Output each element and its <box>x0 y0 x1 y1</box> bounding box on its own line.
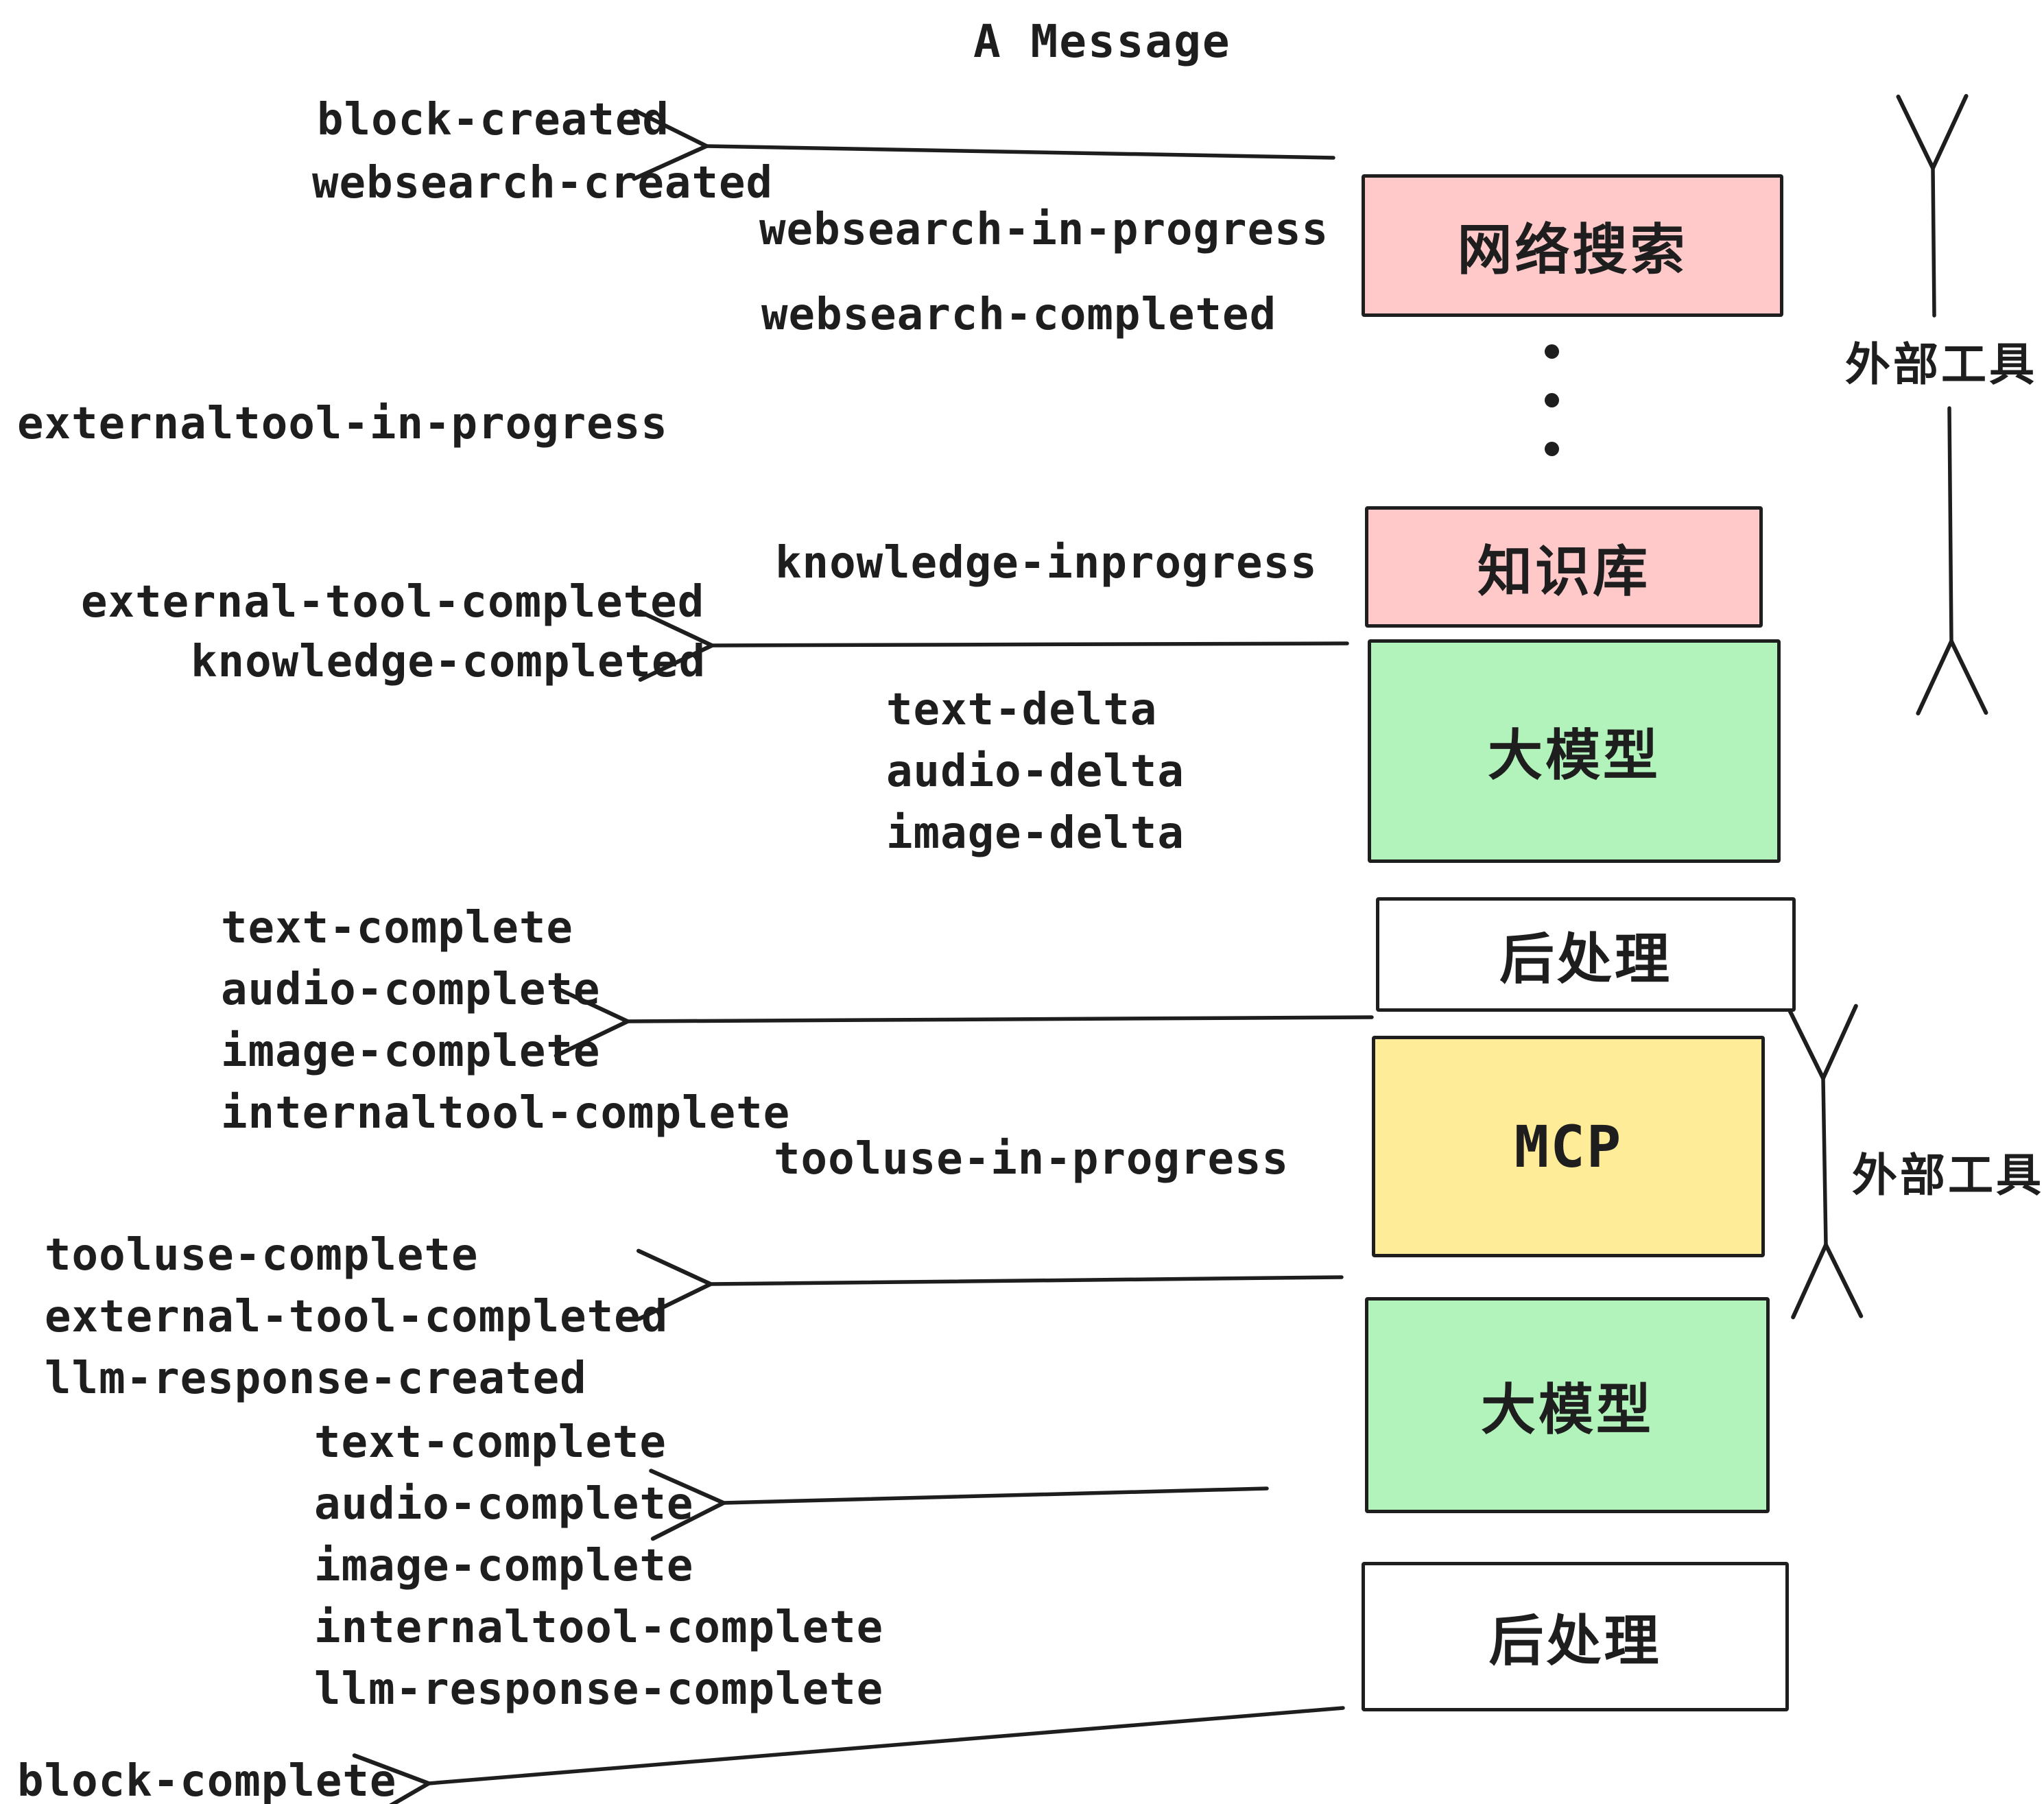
box-postprocess-1: 后处理 <box>1376 897 1796 1012</box>
arrow-to-block-created <box>632 108 1335 181</box>
event-label-text-complete-2: text-complete <box>314 1417 667 1468</box>
box-knowledge-label: 知识库 <box>1477 539 1650 604</box>
event-label-tooluse-complete: tooluse-complete <box>45 1230 479 1281</box>
event-label-knowledge-inprogress: knowledge-inprogress <box>775 538 1318 589</box>
event-label-externaltool-in-progress: externaltool-in-progress <box>17 399 668 449</box>
event-label-websearch-in-progress: websearch-in-progress <box>759 204 1329 255</box>
external-tools-annotation-2: 外部工具 <box>1852 1149 2044 1202</box>
box-llm-2: 大模型 <box>1365 1297 1770 1513</box>
event-label-websearch-completed: websearch-completed <box>761 289 1277 340</box>
arrow-to-audio-complete <box>649 1469 1269 1541</box>
arrow-to-external-tool-completed <box>636 1248 1344 1321</box>
event-label-tooluse-in-progress: tooluse-in-progress <box>774 1134 1290 1185</box>
external-tool-double-arrow <box>1785 1004 1864 1320</box>
box-llm-2-label: 大模型 <box>1481 1377 1654 1442</box>
box-postprocess-2: 后处理 <box>1362 1562 1789 1711</box>
box-mcp-label: MCP <box>1514 1113 1623 1180</box>
ellipsis-dot <box>1545 393 1559 407</box>
box-websearch-label: 网络搜索 <box>1457 218 1688 282</box>
external-tools-annotation-1: 外部工具 <box>1845 338 2037 391</box>
event-label-internaltool-complete-1: internaltool-complete <box>221 1088 791 1139</box>
event-label-external-tool-completed-2: external-tool-completed <box>45 1292 669 1342</box>
box-llm-1: 大模型 <box>1368 639 1781 863</box>
diagram-title: A Message <box>973 15 1231 68</box>
external-tool-down-arrow <box>1916 406 1988 715</box>
event-label-websearch-created: websearch-created <box>312 158 774 209</box>
ellipsis-dots <box>1545 344 1559 456</box>
event-label-llm-response-complete: llm-response-complete <box>314 1664 884 1715</box>
event-label-text-delta-1: text-delta <box>886 685 1158 735</box>
event-label-image-delta-1: image-delta <box>886 808 1185 859</box>
box-websearch: 网络搜索 <box>1362 174 1783 317</box>
event-label-image-complete-1: image-complete <box>221 1026 601 1077</box>
external-tool-up-arrow <box>1896 94 1969 318</box>
arrow-to-block-complete <box>352 1706 1345 1804</box>
box-llm-1-label: 大模型 <box>1488 724 1661 787</box>
ellipsis-dot <box>1545 344 1559 359</box>
event-label-block-created: block-created <box>317 95 669 145</box>
event-label-audio-complete-1: audio-complete <box>221 964 601 1015</box>
event-label-internaltool-complete-2: internaltool-complete <box>314 1602 884 1653</box>
box-mcp: MCP <box>1372 1036 1765 1257</box>
event-label-block-complete: block-complete <box>17 1756 397 1804</box>
box-postprocess-2-label: 后处理 <box>1488 1609 1662 1673</box>
event-label-external-tool-completed-1: external-tool-completed <box>81 577 705 628</box>
box-knowledge: 知识库 <box>1365 506 1763 628</box>
event-label-image-complete-2: image-complete <box>314 1541 694 1591</box>
event-label-text-complete-1: text-complete <box>221 903 573 953</box>
event-label-llm-response-created: llm-response-created <box>45 1353 587 1404</box>
arrow-to-knowledge-completed <box>638 609 1349 682</box>
box-postprocess-1-label: 后处理 <box>1499 927 1672 991</box>
event-label-audio-complete-2: audio-complete <box>314 1479 694 1530</box>
ellipsis-dot <box>1545 442 1559 456</box>
event-label-knowledge-completed: knowledge-completed <box>191 637 706 687</box>
event-label-audio-delta-1: audio-delta <box>886 746 1185 797</box>
arrow-to-image-complete <box>554 986 1374 1058</box>
